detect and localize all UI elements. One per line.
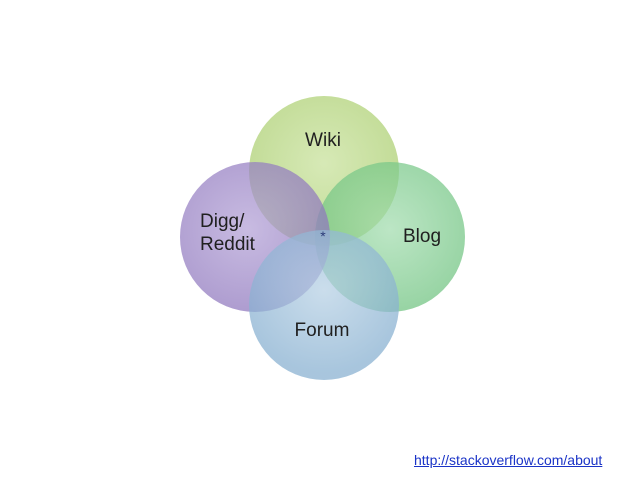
forum-circle <box>249 230 399 380</box>
forum-label: Forum <box>295 320 350 341</box>
blog-label: Blog <box>403 226 441 247</box>
wiki-label: Wiki <box>305 130 341 151</box>
source-link[interactable]: http://stackoverflow.com/about <box>414 452 603 468</box>
digg-label-line-1: Digg/ <box>200 211 245 232</box>
center-asterisk: * <box>320 228 326 244</box>
reddit-label-line-2: Reddit <box>200 234 256 255</box>
